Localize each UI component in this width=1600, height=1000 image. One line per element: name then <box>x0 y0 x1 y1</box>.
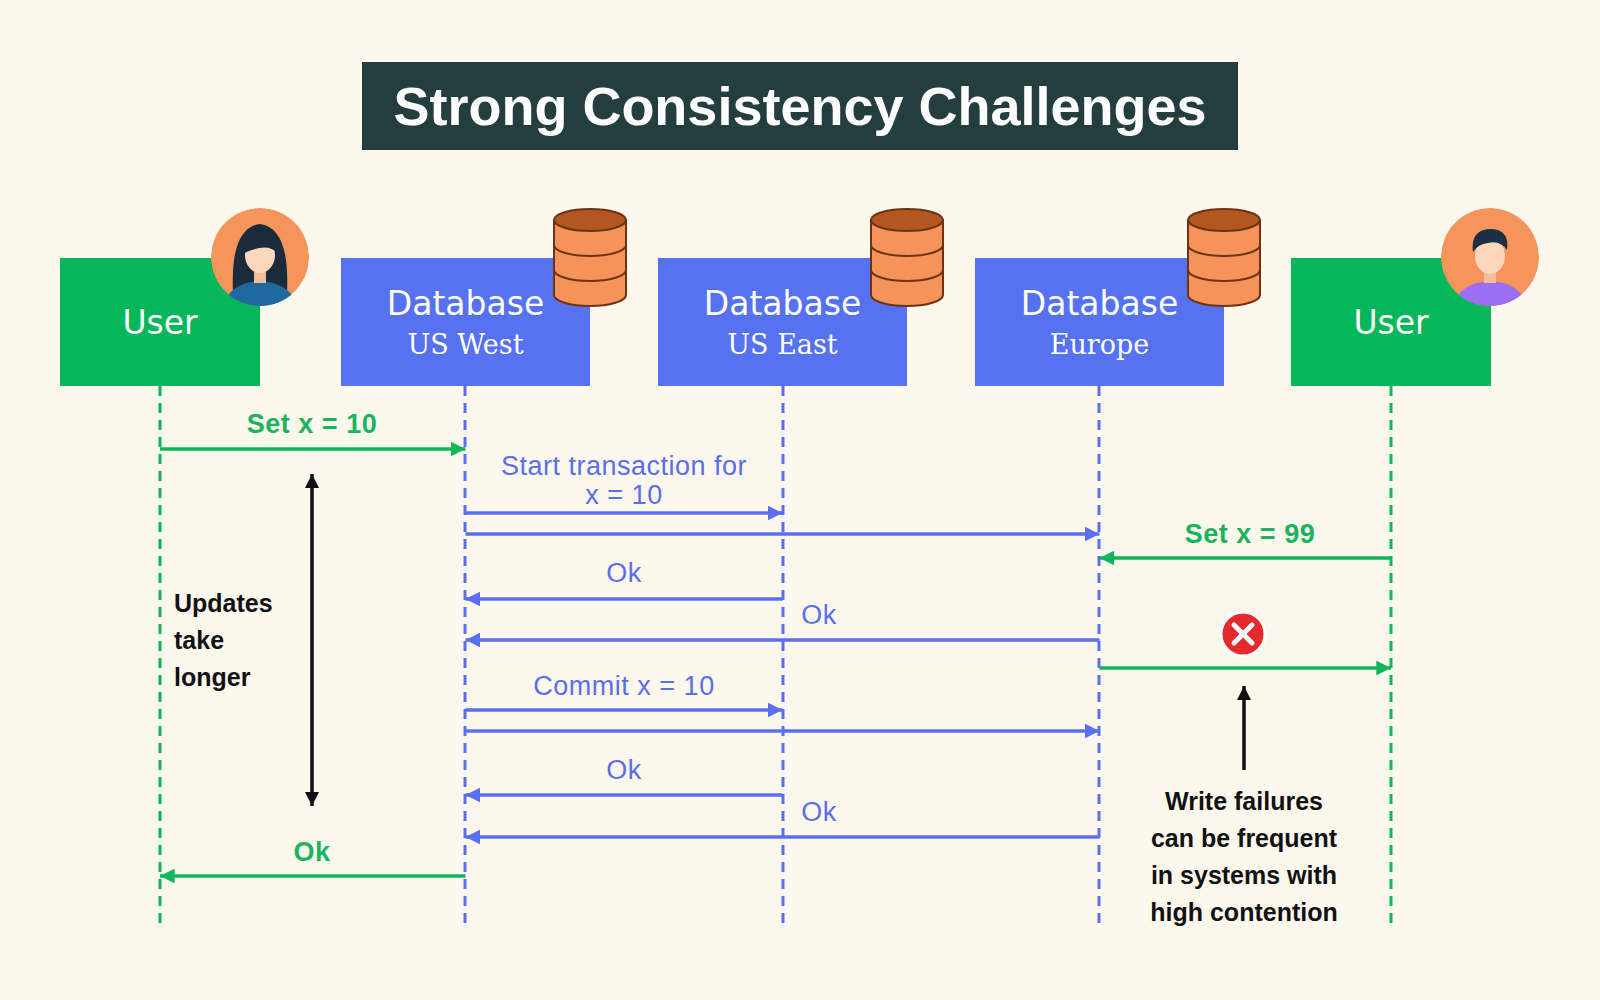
callout-note: Updates take longer <box>174 585 294 696</box>
message-label: Ok <box>801 798 837 827</box>
cylinder-body <box>1188 220 1260 306</box>
message-arrow <box>160 447 466 451</box>
cylinder-band <box>871 245 943 281</box>
failure-mark <box>1221 612 1265 656</box>
node-subtitle: US East <box>727 328 837 362</box>
database-box: Database US East <box>658 258 907 386</box>
message-label: Ok <box>293 838 330 867</box>
cylinder-band <box>554 245 626 281</box>
message-label: Start transaction for x = 10 <box>497 452 752 510</box>
cylinder-top <box>1188 209 1260 231</box>
callout-note: Write failures can be frequent in system… <box>1144 783 1344 931</box>
message-arrow <box>1100 666 1392 670</box>
title-text: Strong Consistency Challenges <box>393 75 1206 137</box>
lifeline <box>159 386 162 923</box>
avatar-body <box>1450 281 1530 320</box>
message-label: Ok <box>606 756 642 785</box>
message-arrow <box>466 835 1100 839</box>
duration-arrow <box>310 474 314 806</box>
message-label: Ok <box>606 559 642 588</box>
cylinder-body <box>554 220 626 306</box>
failure-circle <box>1221 612 1265 656</box>
message-arrow <box>466 532 1100 536</box>
message-arrow <box>1100 556 1392 560</box>
node-title: Database <box>704 283 861 324</box>
lifeline <box>1390 386 1393 923</box>
database-icon <box>871 209 943 306</box>
avatar-hair <box>244 235 277 253</box>
node-subtitle: US West <box>407 328 523 362</box>
node-subtitle: Europe <box>1050 328 1150 362</box>
message-arrow <box>466 729 1100 733</box>
avatar-body <box>220 281 300 320</box>
message-label: Commit x = 10 <box>533 672 714 701</box>
node-title: Database <box>387 283 544 324</box>
title-banner: Strong Consistency Challenges <box>362 62 1238 150</box>
message-arrow <box>466 708 783 712</box>
node-title: Database <box>1021 283 1178 324</box>
message-arrow <box>160 874 466 878</box>
cylinder-top <box>554 209 626 231</box>
message-label: Set x = 10 <box>247 410 377 439</box>
database-box: DatabaseEurope <box>975 258 1224 386</box>
user-avatar <box>1441 208 1539 320</box>
avatar-hair <box>1473 229 1508 252</box>
message-arrow <box>466 638 1100 642</box>
database-icon <box>1188 209 1260 306</box>
database-icon <box>554 209 626 306</box>
message-arrow <box>466 511 783 515</box>
lifeline <box>464 386 467 923</box>
callout-arrow <box>1242 686 1246 770</box>
avatar-hair <box>233 224 288 292</box>
node-title: User <box>122 302 197 343</box>
cylinder-band <box>1188 245 1260 281</box>
user-avatar <box>211 208 309 320</box>
failure-cross <box>1234 625 1252 643</box>
lifeline <box>1098 386 1101 923</box>
message-arrow <box>466 793 783 797</box>
message-arrow <box>466 597 783 601</box>
cylinder-body <box>871 220 943 306</box>
cylinder-top <box>871 209 943 231</box>
node-title: User <box>1353 302 1428 343</box>
database-box: Database US West <box>341 258 590 386</box>
message-label: Ok <box>801 601 837 630</box>
lifeline <box>782 386 785 923</box>
message-label: Set x = 99 <box>1185 520 1315 549</box>
